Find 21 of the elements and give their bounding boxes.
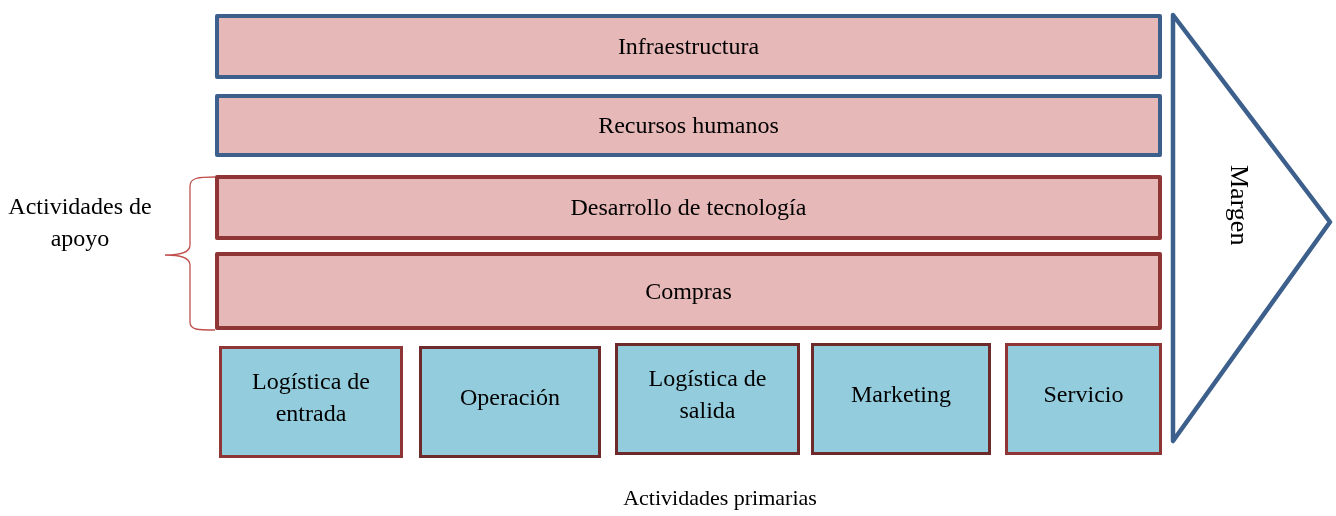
activity-box [1005, 343, 1162, 455]
activity-box [419, 346, 601, 458]
activity-label: Compras [645, 276, 732, 306]
activity-band [215, 14, 1162, 79]
activity-label: Operación [460, 382, 560, 412]
activity-label: Marketing [851, 379, 951, 409]
activity-label: Recursos humanos [598, 111, 779, 141]
activity-label: Servicio [1043, 379, 1124, 409]
activity-box [219, 346, 403, 458]
activity-label: Logística de salida [647, 363, 768, 425]
activity-label: Logística de entrada [251, 366, 371, 428]
support-activities-label: Actividades de apoyo [7, 192, 153, 254]
activity-band [215, 175, 1162, 240]
activity-box [615, 343, 800, 455]
activity-band [215, 94, 1162, 157]
activity-label: Infraestructura [617, 32, 760, 62]
activity-label: Desarrollo de tecnología [570, 193, 807, 223]
activity-box [811, 343, 991, 455]
activity-band [215, 252, 1162, 330]
margin-label: Margen [1226, 165, 1252, 246]
primary-activities-label: Actividades primarias [622, 484, 818, 512]
